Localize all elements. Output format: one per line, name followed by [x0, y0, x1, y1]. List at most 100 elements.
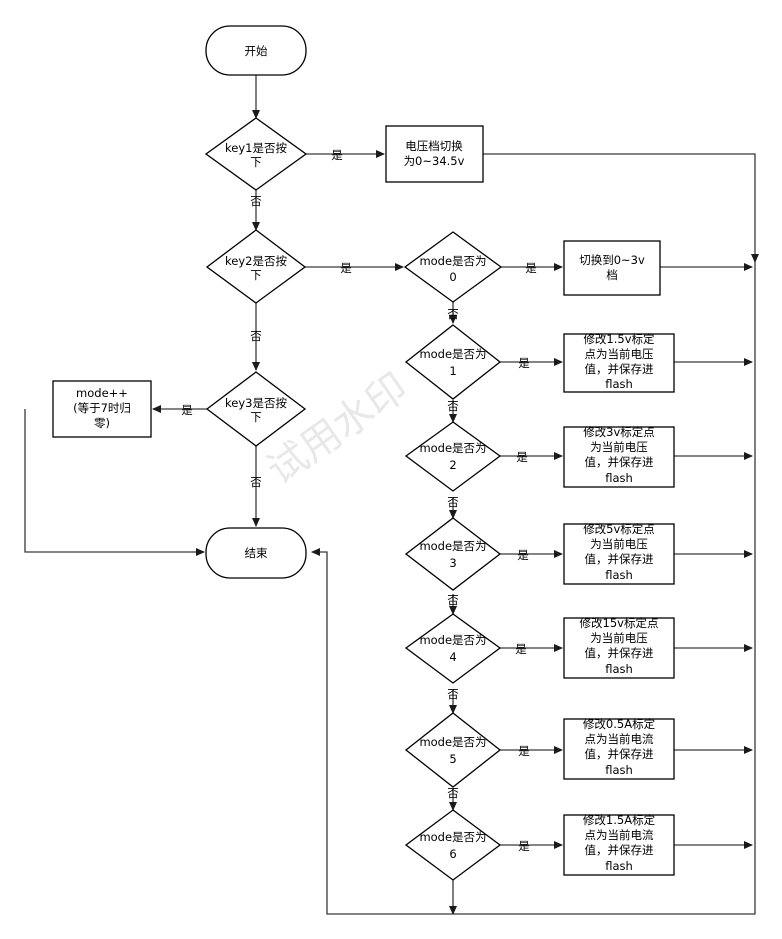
modeinc-label-line1: mode++: [76, 386, 128, 400]
cal-0a5-box: 修改0.5A标定 点为当前电流 值，并保存进 flash: [563, 717, 675, 780]
cal0a5-line3: 值，并保存进: [585, 747, 654, 761]
svg-text:flash: flash: [605, 471, 633, 485]
svg-text:下: 下: [250, 410, 262, 424]
label-mode1-no: 否: [447, 399, 459, 413]
svg-text:flash: flash: [605, 662, 633, 676]
svg-text:值，并保存进: 值，并保存进: [585, 362, 654, 376]
label-mode2-yes: 是: [516, 450, 528, 464]
svg-text:mode是否为: mode是否为: [419, 254, 486, 268]
mode5-decision: mode是否为 5: [404, 712, 502, 788]
svg-text:切换到0~3v: 切换到0~3v: [579, 253, 645, 267]
svg-text:值，并保存进: 值，并保存进: [585, 843, 654, 857]
range-3v-box: 切换到0~3v 档: [563, 240, 661, 296]
label-key1-yes: 是: [331, 148, 343, 162]
cal0a5-line4: flash: [605, 763, 633, 777]
svg-text:零): 零): [94, 416, 110, 430]
label-key3-no: 否: [250, 475, 262, 489]
svg-text:key3是否按: key3是否按: [225, 396, 287, 410]
label-mode5-no: 否: [447, 786, 459, 800]
label-mode4-yes: 是: [515, 642, 527, 656]
svg-text:(等于7时归: (等于7时归: [73, 401, 131, 415]
svg-text:下: 下: [250, 268, 262, 282]
svg-text:档: 档: [606, 268, 618, 282]
svg-text:mode是否为: mode是否为: [419, 735, 486, 749]
cal1a5-line2: 点为当前电流: [585, 828, 654, 842]
mode1-label-line1: mode是否为: [419, 347, 486, 361]
svg-text:2: 2: [449, 458, 456, 472]
cal1v5-line1: 修改1.5v标定: [583, 332, 655, 346]
svg-text:修改1.5A标定: 修改1.5A标定: [583, 813, 656, 827]
mode0-label-line1: mode是否为: [419, 254, 486, 268]
mode1-label-line2: 1: [449, 364, 456, 378]
svg-text:mode++: mode++: [76, 386, 128, 400]
cal-15v-box: 修改15v标定点 为当前电压 值，并保存进 flash: [563, 616, 675, 679]
cal0a5-line2: 点为当前电流: [585, 732, 654, 746]
label-mode4-no: 否: [447, 687, 459, 701]
svg-text:下: 下: [250, 155, 262, 169]
svg-text:点为当前电流: 点为当前电流: [585, 732, 654, 746]
svg-text:值，并保存进: 值，并保存进: [585, 552, 654, 566]
volt-label-line2: 为0~34.5v: [404, 154, 465, 168]
voltage-switch-box: 电压档切换 为0~34.5v: [385, 125, 484, 183]
key2-decision: key2是否按 下: [205, 229, 307, 304]
key3-label-line1: key3是否按: [225, 396, 287, 410]
cal3v-line2: 为当前电压: [590, 440, 648, 454]
cal1v5-line4: flash: [605, 377, 633, 391]
cal-1a5-box: 修改1.5A标定 点为当前电流 值，并保存进 flash: [563, 813, 675, 876]
key1-label-line1: key1是否按: [225, 141, 287, 155]
svg-text:点为当前电压: 点为当前电压: [585, 347, 654, 361]
cal5v-line2: 为当前电压: [590, 537, 648, 551]
cal1v5-line2: 点为当前电压: [585, 347, 654, 361]
svg-text:mode是否为: mode是否为: [419, 441, 486, 455]
key3-decision: key3是否按 下: [205, 371, 307, 447]
svg-text:值，并保存进: 值，并保存进: [585, 646, 654, 660]
mode5-label-line1: mode是否为: [419, 735, 486, 749]
cal3v-line1: 修改3v标定点: [583, 425, 655, 439]
svg-text:mode是否为: mode是否为: [419, 830, 486, 844]
mode2-label-line2: 2: [449, 458, 456, 472]
label-mode0-no: 否: [447, 307, 459, 321]
edge-right-bus-return: [311, 262, 756, 915]
end-terminator: 结束: [205, 527, 307, 579]
cal15v-line2: 为当前电压: [590, 631, 648, 645]
mode0-label-line2: 0: [449, 270, 456, 284]
cal3v-line3: 值，并保存进: [585, 455, 654, 469]
svg-text:key1是否按: key1是否按: [225, 141, 287, 155]
start-label: 开始: [245, 44, 268, 58]
svg-text:mode是否为: mode是否为: [419, 633, 486, 647]
mode4-decision: mode是否为 4: [404, 613, 502, 684]
svg-text:flash: flash: [605, 568, 633, 582]
label-mode5-yes: 是: [518, 744, 530, 758]
svg-text:电压档切换: 电压档切换: [405, 139, 463, 153]
mode2-decision: mode是否为 2: [404, 421, 502, 492]
svg-text:3: 3: [449, 556, 456, 570]
label-mode3-no: 否: [447, 593, 459, 607]
mode4-label-line1: mode是否为: [419, 633, 486, 647]
svg-text:4: 4: [449, 650, 456, 664]
mode3-decision: mode是否为 3: [404, 517, 502, 591]
cal-1v5-box: 修改1.5v标定 点为当前电压 值，并保存进 flash: [563, 332, 675, 393]
svg-text:值，并保存进: 值，并保存进: [585, 747, 654, 761]
mode3-label-line1: mode是否为: [419, 539, 486, 553]
svg-text:key2是否按: key2是否按: [225, 254, 287, 268]
cal1v5-line3: 值，并保存进: [585, 362, 654, 376]
svg-text:mode是否为: mode是否为: [419, 539, 486, 553]
svg-text:点为当前电流: 点为当前电流: [585, 828, 654, 842]
mode-increment-box: mode++ (等于7时归 零): [52, 380, 152, 438]
range3v-label-line1: 切换到0~3v: [579, 253, 645, 267]
label-mode6-yes: 是: [518, 839, 530, 853]
volt-label-line1: 电压档切换: [405, 139, 463, 153]
mode0-decision: mode是否为 0: [403, 231, 503, 303]
edge-volt-to-bus: [483, 153, 759, 263]
cal1a5-line1: 修改1.5A标定: [583, 813, 656, 827]
label-mode3-yes: 是: [517, 548, 529, 562]
cal1a5-line4: flash: [605, 859, 633, 873]
svg-text:flash: flash: [605, 859, 633, 873]
edges: [24, 75, 759, 915]
svg-text:修改1.5v标定: 修改1.5v标定: [583, 332, 655, 346]
svg-text:0: 0: [449, 270, 456, 284]
key2-label-line2: 下: [250, 268, 262, 282]
label-key1-no: 否: [250, 194, 262, 208]
modeinc-label-line3: 零): [94, 416, 110, 430]
